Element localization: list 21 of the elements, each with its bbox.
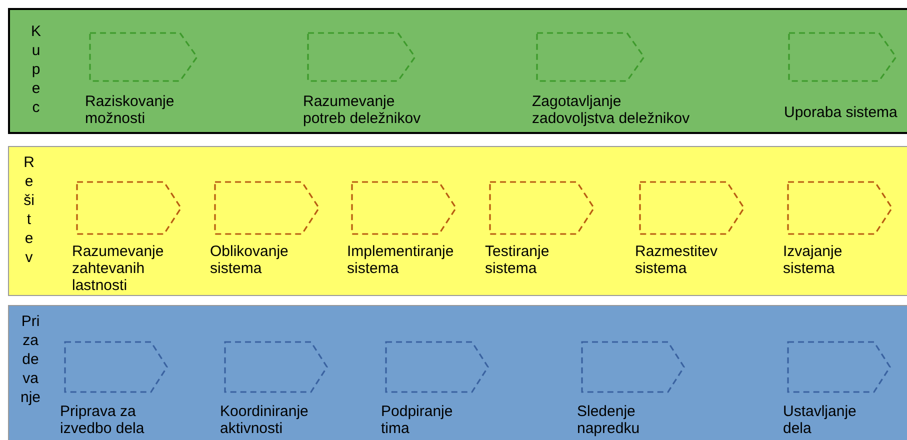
step-label: Uporaba sistema (784, 104, 898, 121)
step-label: Koordiniranje aktivnosti (220, 403, 310, 437)
step-label: Oblikovanje sistema (210, 243, 290, 277)
step-label: Raziskovanje možnosti (85, 93, 176, 127)
lane-title: Prizadevanje (19, 312, 42, 407)
step-label: Razmestitev sistema (635, 243, 719, 277)
lane-title: Rešitev (23, 153, 35, 267)
swimlane (8, 8, 907, 134)
step-label: Sledenje napredku (577, 403, 641, 437)
step-label: Razumevanje potreb deležnikov (303, 93, 422, 127)
step-label: Izvajanje sistema (783, 243, 844, 277)
step-label: Zagotavljanje zadovoljstva deležnikov (532, 93, 691, 127)
swimlane (8, 305, 907, 440)
step-label: Ustavljanje dela (783, 403, 858, 437)
swimlane (8, 146, 907, 296)
step-label: Implementiranje sistema (347, 243, 455, 277)
step-label: Testiranje sistema (485, 243, 550, 277)
lane-title: Kupec (30, 22, 42, 117)
step-label: Priprava za izvedbo dela (60, 403, 146, 437)
step-label: Razumevanje zahtevanih lastnosti (72, 243, 165, 294)
step-label: Podpiranje tima (381, 403, 454, 437)
